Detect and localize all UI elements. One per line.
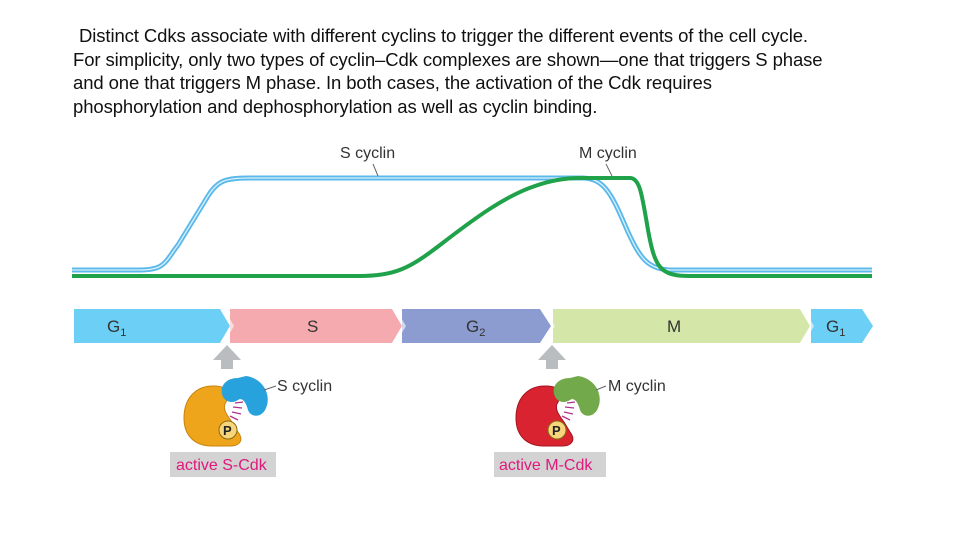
- m-cyclin-icon: [553, 376, 600, 416]
- s-cyclin-pointer: [372, 163, 379, 177]
- s-cyclin-icon: [221, 376, 268, 416]
- phase-g1-end-label: G1: [826, 317, 845, 339]
- m-cyclin-complex-label: M cyclin: [608, 378, 666, 395]
- m-trigger-arrow: [538, 345, 566, 369]
- s-phosphate-label: P: [223, 423, 232, 438]
- m-cdk-complex: P M cyclin active M-Cdk: [494, 376, 666, 477]
- active-m-cdk-label: active M-Cdk: [499, 457, 593, 474]
- m-cyclin-curve-label: M cyclin: [579, 145, 637, 162]
- caption-line-4: phosphorylation and dephosphorylation as…: [73, 95, 598, 117]
- s-trigger-arrow: [213, 345, 241, 369]
- phosphorylation-marks: [229, 401, 244, 421]
- m-cyclin-label-pointer: [595, 385, 607, 391]
- m-phosphate-label: P: [552, 423, 561, 438]
- m-cyclin-pointer: [605, 163, 613, 177]
- phase-s-arrow: [230, 309, 402, 343]
- phase-g2-arrow: [402, 309, 551, 343]
- phosphate-icon: [218, 420, 238, 440]
- phase-g1-label: G1: [107, 317, 126, 339]
- phosphate-icon: [547, 420, 567, 440]
- phase-s-label: S: [307, 317, 318, 336]
- phosphorylation-marks: [561, 401, 576, 421]
- caption-line-1: Distinct Cdks associate with different c…: [79, 25, 808, 46]
- caption-line-2: For simplicity, only two types of cyclin…: [73, 48, 823, 70]
- phase-g1-arrow: [74, 309, 230, 343]
- s-cyclin-curve: [72, 175, 872, 273]
- phase-g1-end-arrow: [811, 309, 873, 343]
- phase-g2-label: G2: [466, 317, 485, 339]
- arrow-edge-highlight: [220, 309, 234, 343]
- s-cyclin-label-pointer: [263, 385, 277, 391]
- m-cdk-name-badge: [494, 452, 606, 477]
- figure-caption: Distinct Cdks associate with different c…: [73, 24, 903, 118]
- caption-line-3: and one that triggers M phase. In both c…: [73, 72, 712, 93]
- s-cdk-name-badge: [170, 452, 276, 477]
- m-cyclin-curve: [72, 176, 872, 278]
- phase-band: G1 S G2 M G1: [74, 309, 873, 343]
- phase-m-arrow: [553, 309, 810, 343]
- arrow-edge-highlight: [800, 309, 814, 343]
- cyclin-curves: S cyclin M cyclin: [72, 145, 872, 278]
- arrow-edge-highlight: [392, 309, 406, 343]
- s-cyclin-curve-label: S cyclin: [340, 145, 395, 162]
- trigger-arrows: [213, 345, 566, 369]
- arrow-edge-highlight: [540, 309, 555, 343]
- s-cdk-complex: P S cyclin active S-Cdk: [170, 376, 332, 477]
- phase-m-label: M: [667, 317, 681, 336]
- active-s-cdk-label: active S-Cdk: [176, 457, 268, 474]
- s-cyclin-complex-label: S cyclin: [277, 378, 332, 395]
